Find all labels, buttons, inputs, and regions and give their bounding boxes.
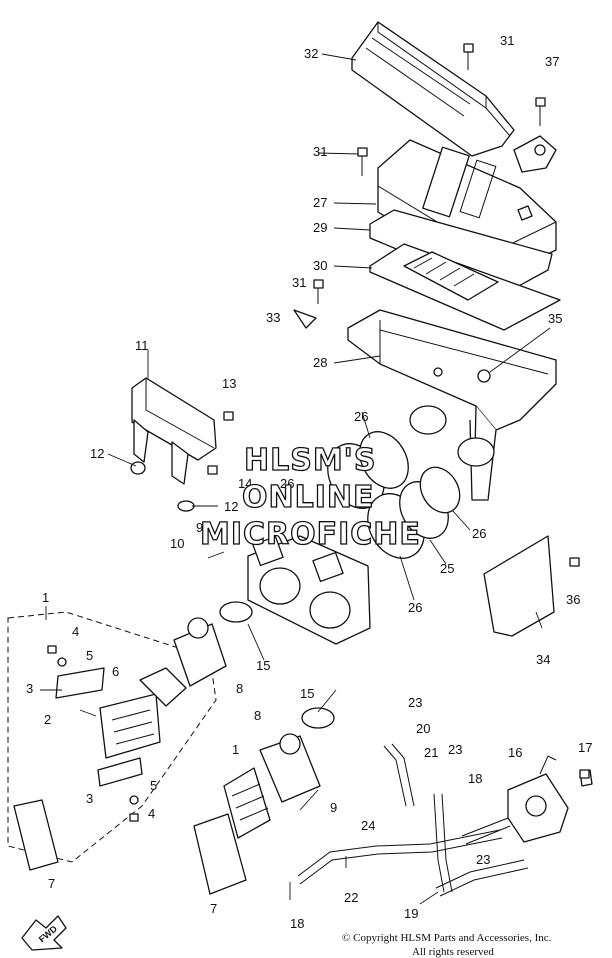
fasteners xyxy=(47,43,590,822)
callout: 11 xyxy=(135,338,149,353)
airbox-lower xyxy=(347,309,557,501)
callout: 34 xyxy=(536,652,550,667)
callout: 18 xyxy=(468,771,482,786)
callout: 18 xyxy=(290,916,304,931)
callout: 26 xyxy=(280,476,294,491)
callout: 26 xyxy=(472,526,486,541)
callout: 15 xyxy=(256,658,270,673)
watermark: HLSM'S ONLINE MICROFICHE xyxy=(199,442,421,552)
airbox-cover xyxy=(351,21,515,157)
callout: 14 xyxy=(238,476,252,491)
copyright-line-2: All rights reserved xyxy=(412,946,494,958)
callout: 4 xyxy=(72,624,79,639)
copyright-line-1: © Copyright HLSM Parts and Accessories, … xyxy=(342,932,552,944)
callout: 9 xyxy=(196,520,203,535)
callout: 9 xyxy=(330,800,337,815)
leader-lines xyxy=(40,53,551,905)
intake-hoses xyxy=(327,431,461,559)
callout: 26 xyxy=(408,600,422,615)
callout: 2 xyxy=(44,712,51,727)
callout: 24 xyxy=(361,818,375,833)
callout: 1 xyxy=(42,590,49,605)
callout: 3 xyxy=(86,791,93,806)
fuel-pump xyxy=(507,755,593,843)
callout: 8 xyxy=(236,681,243,696)
gasket xyxy=(369,243,561,331)
intake-silencer xyxy=(130,377,217,512)
callout: 15 xyxy=(300,686,314,701)
carburetor-assembly xyxy=(219,535,371,729)
callout: 23 xyxy=(476,852,490,867)
callout: 30 xyxy=(313,258,327,273)
callout: 28 xyxy=(313,355,327,370)
callout: 23 xyxy=(408,695,422,710)
watermark-line-1: HLSM'S xyxy=(244,443,376,478)
watermark-line-3: MICROFICHE xyxy=(200,517,421,552)
callout: 29 xyxy=(313,220,327,235)
callout: 22 xyxy=(344,890,358,905)
callout: 20 xyxy=(416,721,430,736)
callout: 37 xyxy=(545,54,559,69)
callout: 31 xyxy=(313,144,327,159)
callout: 33 xyxy=(266,310,280,325)
fuel-hoses xyxy=(297,743,529,897)
callout: 6 xyxy=(112,664,119,679)
reed-valve-lower xyxy=(193,733,321,895)
callout: 7 xyxy=(48,876,55,891)
callout: 12 xyxy=(90,446,104,461)
callout: 1 xyxy=(232,742,239,757)
callout: 7 xyxy=(210,901,217,916)
callout: 19 xyxy=(404,906,418,921)
callout: 25 xyxy=(440,561,454,576)
seal xyxy=(369,209,553,295)
gasket-left xyxy=(13,799,59,871)
watermark-line-2: ONLINE xyxy=(242,480,375,515)
callout: 5 xyxy=(86,648,93,663)
callout: 13 xyxy=(222,376,236,391)
callout: 12 xyxy=(224,499,238,514)
callout: 35 xyxy=(548,311,562,326)
callout: 26 xyxy=(354,409,368,424)
callout: 32 xyxy=(304,46,318,61)
callout: 31 xyxy=(500,33,514,48)
filter-panel xyxy=(483,535,555,637)
callout: 21 xyxy=(424,745,438,760)
callout: 31 xyxy=(292,275,306,290)
callout: 36 xyxy=(566,592,580,607)
reed-valve-kit-box xyxy=(7,611,217,863)
callout: 10 xyxy=(170,536,184,551)
callout: 16 xyxy=(508,745,522,760)
callout: 8 xyxy=(254,708,261,723)
callout: 5 xyxy=(150,778,157,793)
callout: 4 xyxy=(148,806,155,821)
callout: 17 xyxy=(578,740,592,755)
callout: 27 xyxy=(313,195,327,210)
forward-arrow: FWD xyxy=(21,915,67,951)
reed-valve-parts xyxy=(55,617,227,787)
callout: 23 xyxy=(448,742,462,757)
callout: 3 xyxy=(26,681,33,696)
callouts: 32 31 37 31 27 29 30 31 33 35 28 11 13 2… xyxy=(26,33,592,931)
